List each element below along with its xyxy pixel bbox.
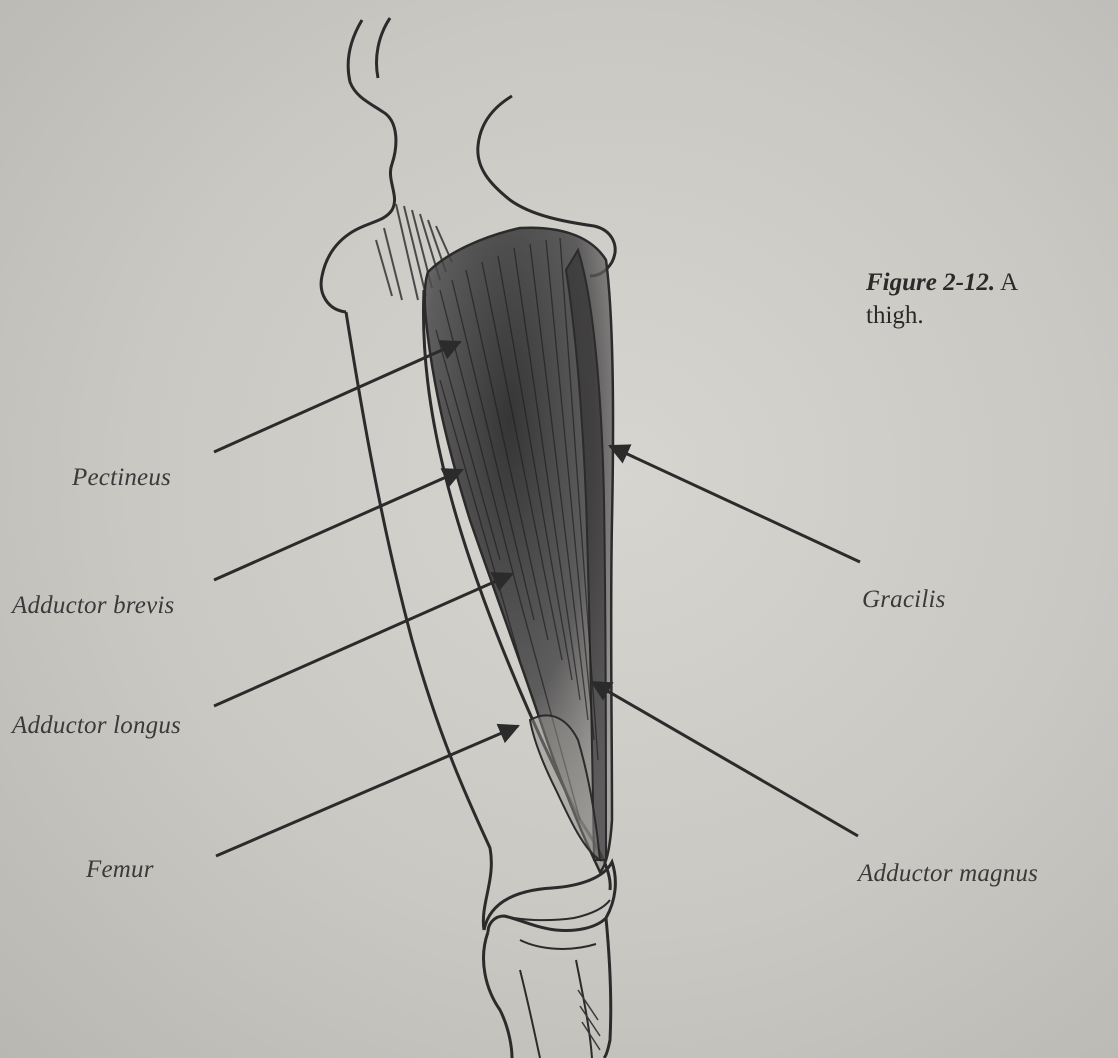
label-gracilis: Gracilis <box>862 586 946 614</box>
figure-caption: Figure 2-12. A thigh. <box>866 266 1018 332</box>
label-adductor-magnus: Adductor magnus <box>858 860 1038 888</box>
figure-number: Figure 2-12. <box>866 269 995 296</box>
label-femur: Femur <box>86 856 154 884</box>
pelvis-inner-line <box>377 18 391 78</box>
label-adductor-brevis: Adductor brevis <box>12 592 174 620</box>
caption-text-line1: A <box>1000 269 1018 296</box>
femur-arrow <box>216 726 518 856</box>
pectineus-arrow <box>214 342 460 452</box>
tibia-hatching <box>578 990 600 1050</box>
label-adductor-longus: Adductor longus <box>12 712 181 740</box>
knee-condyles <box>484 862 615 932</box>
adductor-magnus-arrow <box>592 682 858 836</box>
adductor-brevis-arrow <box>214 470 462 580</box>
label-pectineus: Pectineus <box>72 464 171 492</box>
knee-joint-line <box>504 900 610 920</box>
gracilis-arrow <box>610 446 860 562</box>
caption-text-line2: thigh. <box>866 299 1018 332</box>
adductor-longus-arrow <box>214 574 512 706</box>
